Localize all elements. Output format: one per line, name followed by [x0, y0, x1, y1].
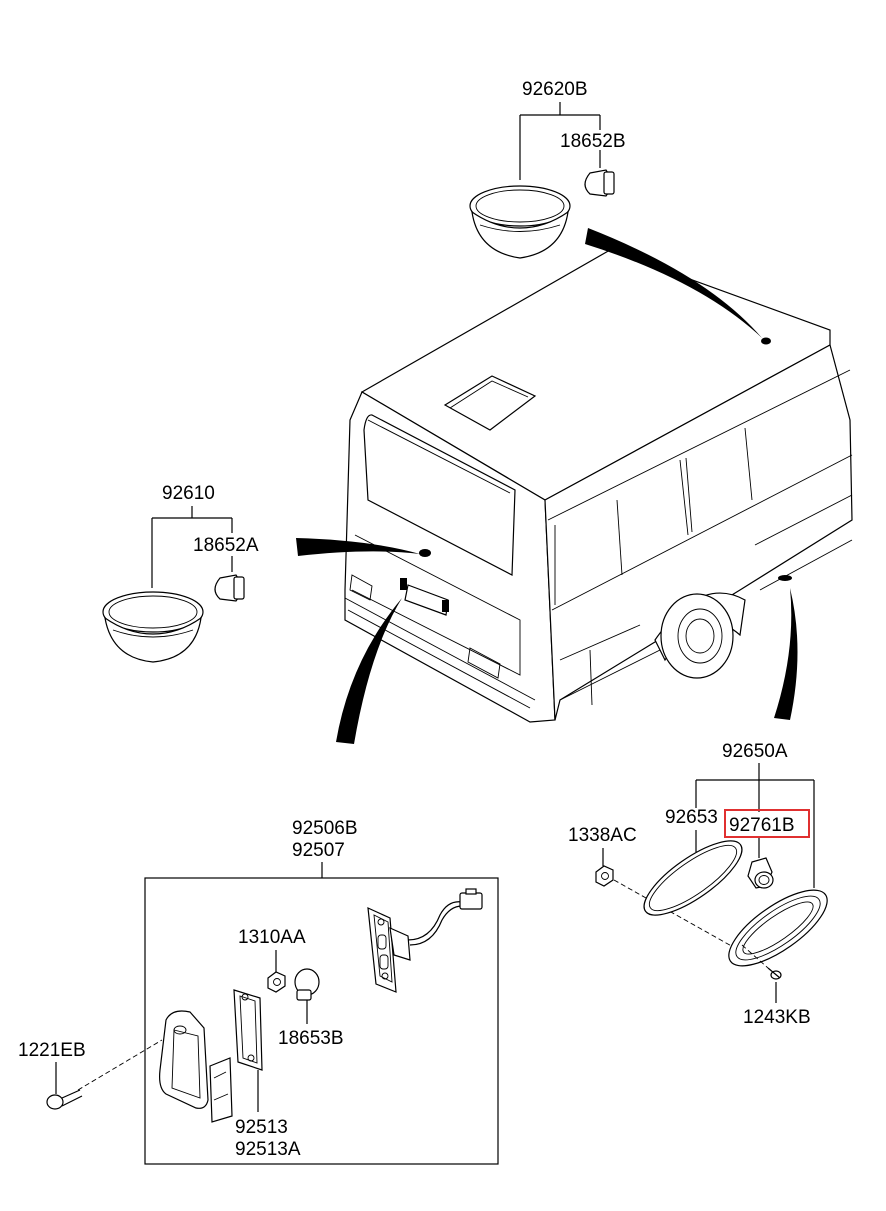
license-plate [404, 584, 449, 616]
nut-icon [595, 865, 614, 887]
label-92761B[interactable]: 92761B [729, 815, 795, 836]
label-92506B: 92506B [292, 818, 358, 839]
dome-lamp-icon [102, 591, 204, 663]
bus-icon [344, 249, 853, 723]
bulb-icon [584, 169, 615, 197]
label-92610: 92610 [162, 483, 215, 504]
pointer-roof-lamp [585, 228, 762, 338]
license-lamp-assembly-box [144, 877, 499, 1165]
screw-icon [741, 944, 782, 980]
label-18653B: 18653B [278, 1028, 344, 1049]
label-18652A: 18652A [193, 535, 259, 556]
dome-lamp-icon [469, 185, 571, 259]
label-18652B: 18652B [560, 131, 626, 152]
gasket-plate-icon [233, 989, 263, 1071]
lens-icon [209, 1057, 233, 1123]
bulb-icon [294, 968, 320, 1001]
label-92507: 92507 [292, 840, 345, 861]
label-92513: 92513 [235, 1117, 288, 1138]
label-92653: 92653 [665, 807, 718, 828]
screw-icon [46, 1089, 83, 1110]
nut-icon [267, 971, 286, 993]
label-92513A: 92513A [235, 1139, 301, 1160]
pointer-license-lamp [336, 598, 402, 744]
bulb-icon [214, 574, 245, 602]
license-lamp-icon [367, 907, 411, 993]
label-92650A: 92650A [722, 741, 788, 762]
gasket-icon [643, 840, 743, 916]
label-1243KB: 1243KB [743, 1007, 811, 1028]
highlight-box-92761B[interactable] [724, 809, 810, 838]
pointer-rear-lamp [296, 538, 420, 556]
connector-icon [459, 888, 483, 910]
label-1338AC: 1338AC [568, 825, 637, 846]
label-1221EB: 1221EB [18, 1040, 86, 1061]
side-marker-lamp-icon [728, 889, 828, 967]
lamp-cover-icon [159, 1010, 209, 1109]
label-92620B: 92620B [522, 79, 588, 100]
pointer-side-marker [774, 588, 798, 720]
bulb-socket-icon [747, 857, 774, 889]
label-1310AA: 1310AA [238, 927, 306, 948]
